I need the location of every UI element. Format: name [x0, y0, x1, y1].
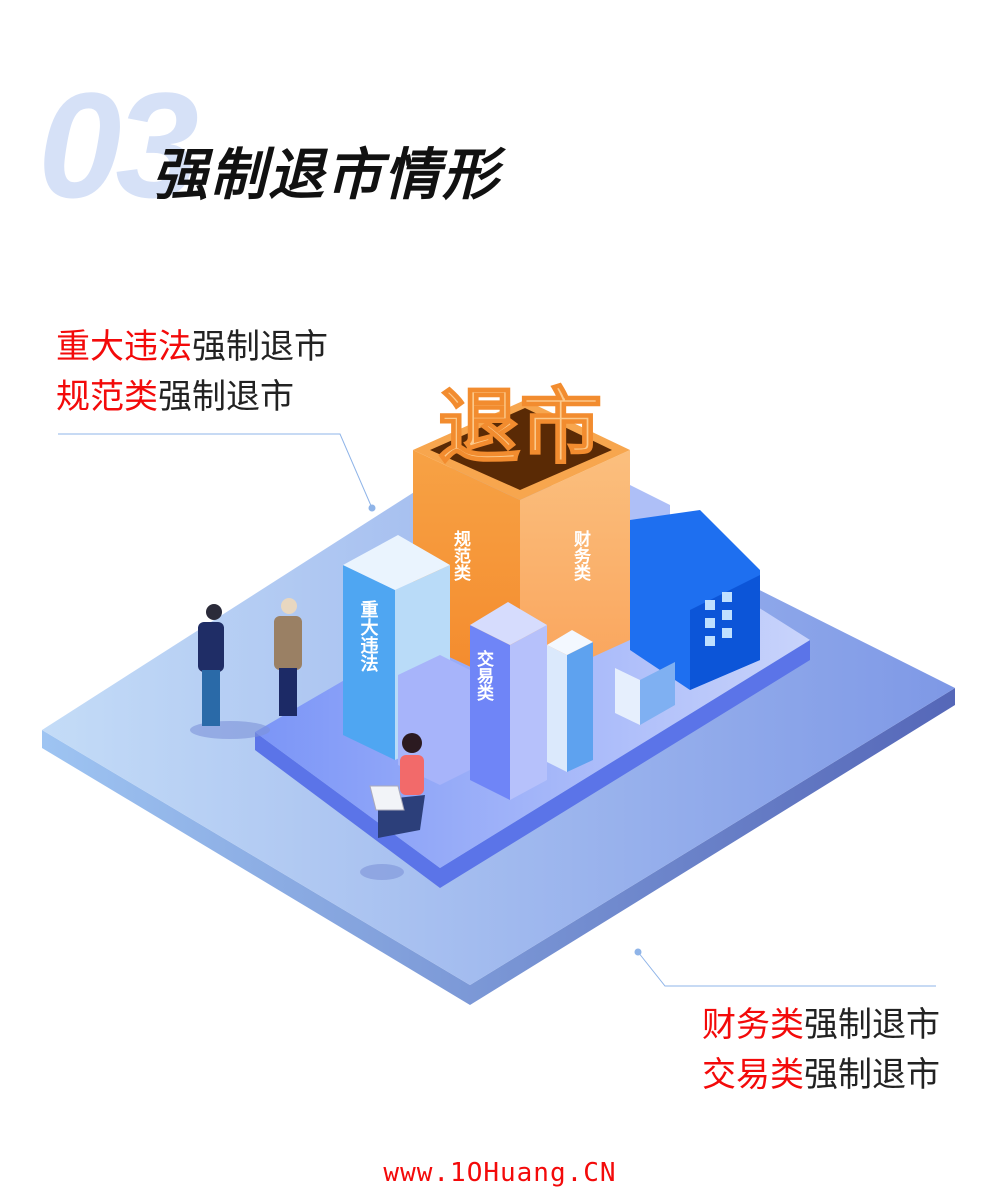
leader-line-bottom — [637, 951, 936, 987]
label-major-violation: 重大违法强制退市 — [56, 322, 328, 372]
building-trading-text: 交易类 — [473, 649, 494, 702]
label-financial: 财务类强制退市 — [702, 1000, 940, 1050]
building-major-violation-text: 重大违法 — [358, 599, 379, 673]
label-trading: 交易类强制退市 — [702, 1050, 940, 1100]
building-small — [398, 655, 470, 785]
label-regulatory: 规范类强制退市 — [56, 372, 328, 422]
page-title: 强制退市情形 — [152, 143, 500, 208]
label-rest: 强制退市 — [192, 327, 328, 367]
label-rest: 强制退市 — [804, 1005, 940, 1045]
label-highlight: 交易类 — [702, 1055, 804, 1095]
tower-left-face-text: 规范类 — [450, 530, 471, 582]
building-blue — [630, 510, 760, 690]
leader-dot-bottom — [634, 948, 642, 956]
label-highlight: 规范类 — [56, 377, 158, 417]
people-handshake — [190, 598, 302, 739]
label-highlight: 重大违法 — [56, 327, 192, 367]
building-trading: 交易类 — [470, 602, 547, 800]
tower-sign-text: 退市 — [438, 380, 602, 475]
label-rest: 强制退市 — [804, 1055, 940, 1095]
footer-watermark: www.1OHuang.CN — [383, 1158, 617, 1188]
section-number: 03 — [38, 61, 199, 229]
leader-dot-top — [368, 504, 376, 512]
label-rest: 强制退市 — [158, 377, 294, 417]
building-white — [547, 630, 675, 772]
leader-line-top — [58, 433, 373, 509]
label-highlight: 财务类 — [702, 1005, 804, 1045]
bottom-labels: 财务类强制退市 交易类强制退市 — [702, 1000, 940, 1100]
tower-right-face-text: 财务类 — [570, 529, 592, 582]
person-laptop — [360, 733, 425, 880]
top-labels: 重大违法强制退市 规范类强制退市 — [56, 322, 328, 422]
